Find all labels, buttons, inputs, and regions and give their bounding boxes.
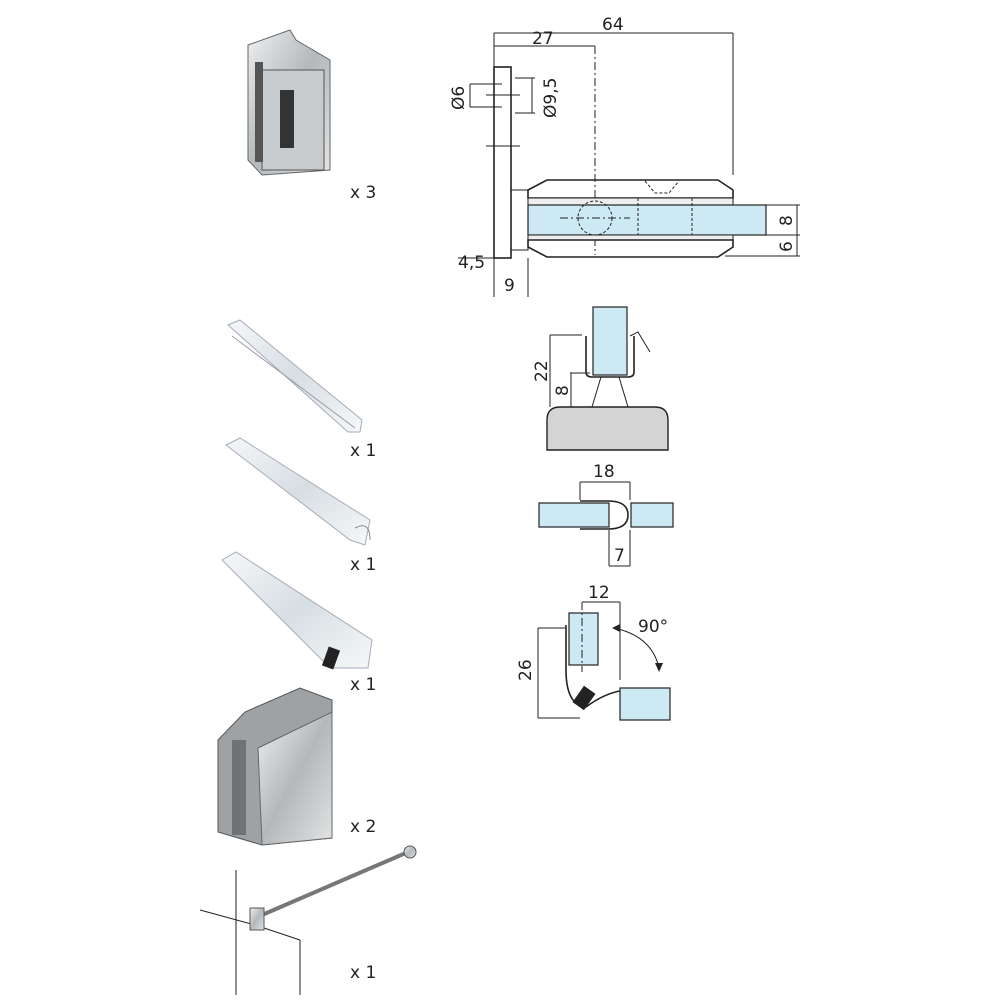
dim-seal-lip: 8 — [553, 385, 573, 396]
support-rod-image — [199, 845, 417, 995]
seal-corner-drawing — [537, 601, 671, 721]
hinge-quantity: x 3 — [350, 183, 376, 203]
seal-straight-quantity: x 1 — [350, 441, 376, 461]
seal-straight-image — [227, 319, 363, 433]
seal-round-quantity: x 1 — [350, 555, 376, 575]
dim-center-offset: 27 — [532, 29, 554, 49]
dim-hole-small: Ø6 — [449, 86, 469, 110]
glass-clamp-quantity: x 2 — [350, 817, 376, 837]
dim-corner-offset: 12 — [588, 583, 610, 603]
dim-hole-large: Ø9,5 — [541, 78, 561, 118]
dim-glass-thickness: 8 — [777, 215, 797, 226]
dim-round-width: 18 — [593, 462, 615, 482]
hinge-image — [247, 29, 331, 176]
seal-round-drawing — [538, 481, 674, 567]
seal-round-image — [225, 437, 371, 546]
dim-corner-height: 26 — [516, 659, 536, 681]
support-rod-quantity: x 1 — [350, 963, 376, 983]
dim-plate-thickness: 4,5 — [458, 253, 485, 273]
dim-round-depth: 7 — [614, 546, 625, 566]
seal-magnetic-quantity: x 1 — [350, 675, 376, 695]
dim-seal-height: 22 — [532, 360, 552, 382]
dim-corner-angle: 90° — [638, 617, 668, 637]
seal-bottom-drawing — [546, 306, 669, 451]
dim-lower-gap: 6 — [777, 241, 797, 252]
seal-magnetic-image — [221, 551, 373, 670]
dim-plate-depth: 9 — [504, 276, 515, 296]
dim-total-width: 64 — [602, 15, 624, 35]
glass-clamp-image — [217, 687, 333, 846]
clamp-drawing — [458, 32, 800, 297]
